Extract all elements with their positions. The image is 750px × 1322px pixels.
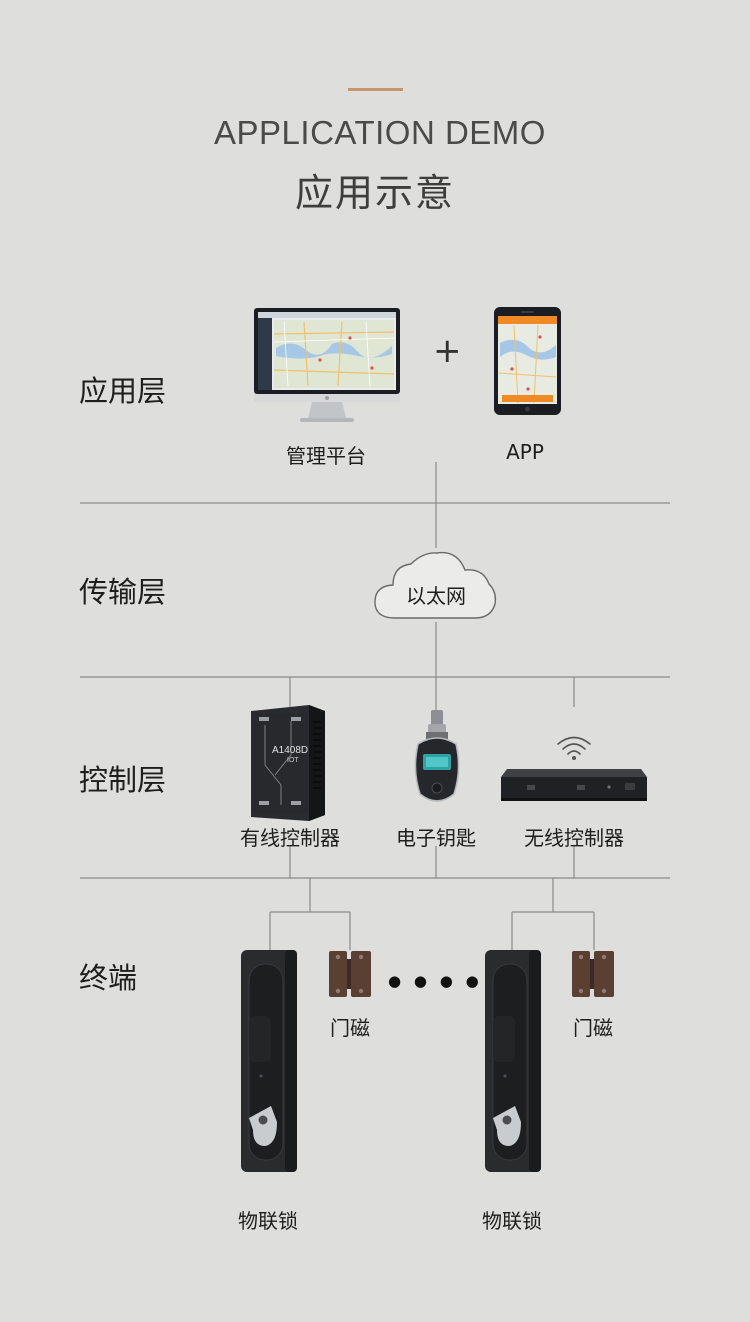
layer-label-control: 控制层 — [79, 763, 167, 797]
wireless-controller-label: 无线控制器 — [524, 826, 624, 850]
layer-label-transport: 传输层 — [79, 575, 167, 609]
page-title-cn: 应用示意 — [294, 171, 455, 215]
magnet-left-label: 门磁 — [330, 1016, 370, 1040]
phone-illustration — [494, 307, 561, 419]
layer-label-application: 应用层 — [79, 374, 167, 408]
lock-left-illustration — [241, 950, 297, 1176]
magnet-right-label: 门磁 — [573, 1016, 613, 1040]
magnet-left-illustration — [329, 951, 371, 1001]
lock-left-label: 物联锁 — [238, 1209, 298, 1233]
layer-label-terminal: 终端 — [79, 961, 138, 995]
cloud-label: 以太网 — [406, 584, 466, 608]
wired-controller-illustration — [251, 705, 325, 825]
ethernet-cloud — [373, 548, 499, 628]
accent-line — [348, 88, 403, 91]
app-label: APP — [506, 440, 544, 464]
ekey-label: 电子钥匙 — [396, 826, 476, 850]
wired-device-text: A1408D — [272, 745, 309, 756]
platform-label: 管理平台 — [286, 444, 366, 468]
lock-right-illustration — [485, 950, 541, 1176]
page-title-en: APPLICATION DEMO — [214, 114, 546, 151]
wired-controller-label: 有线控制器 — [240, 826, 340, 850]
ellipsis-dots: ● ● ● ● — [388, 972, 483, 990]
magnet-right-illustration — [572, 951, 614, 1001]
wifi-icon — [554, 733, 594, 765]
ekey-illustration — [410, 710, 464, 814]
monitor-illustration — [254, 308, 400, 426]
lock-right-label: 物联锁 — [482, 1209, 542, 1233]
wireless-controller-illustration — [501, 769, 647, 805]
plus-sign: + — [433, 331, 462, 371]
wired-device-subtext: IOT — [287, 757, 299, 764]
